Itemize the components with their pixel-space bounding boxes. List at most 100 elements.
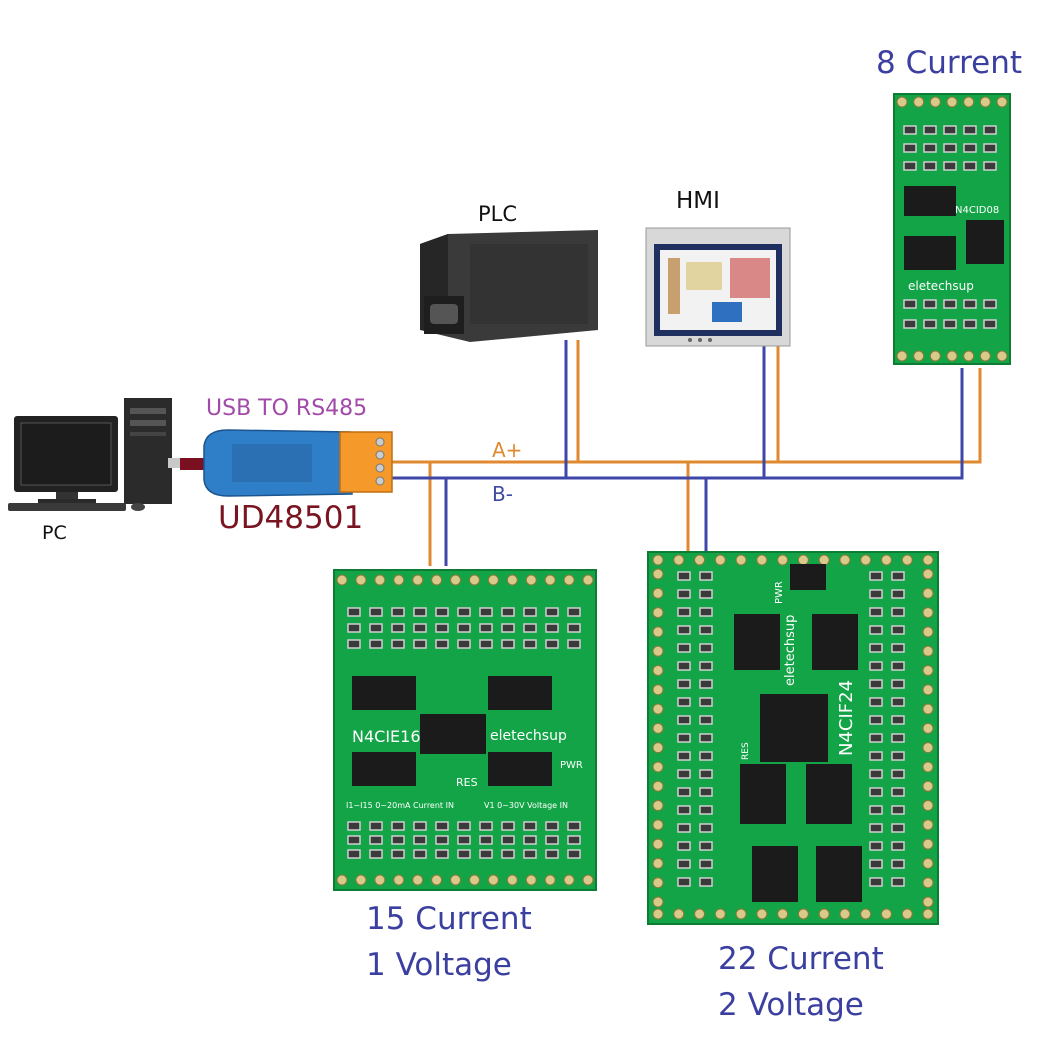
smd-component (903, 319, 917, 329)
smd-component (413, 835, 427, 845)
smd-component (369, 607, 383, 617)
pin-hole (582, 874, 594, 886)
pin-hole (412, 574, 424, 586)
smd-component (567, 835, 581, 845)
smd-component (545, 821, 559, 831)
smd-component (891, 769, 905, 779)
smd-component (903, 125, 917, 135)
smd-component (699, 589, 713, 599)
smd-component (869, 625, 883, 635)
smd-component (891, 643, 905, 653)
pin-hole (355, 874, 367, 886)
smd-component (501, 607, 515, 617)
pin-hole (922, 645, 934, 657)
smd-component (699, 607, 713, 617)
pin-hole (374, 874, 386, 886)
smd-component (413, 821, 427, 831)
smd-component (869, 805, 883, 815)
pin-hole (880, 908, 892, 920)
pin-hole (922, 722, 934, 734)
converter-model-label: UD48501 (218, 500, 364, 536)
converter-label: USB TO RS485 (206, 396, 368, 421)
smd-component (699, 733, 713, 743)
pin-hole (652, 877, 664, 889)
smd-component (413, 849, 427, 859)
smd-component (347, 639, 361, 649)
smd-component (699, 859, 713, 869)
smd-component (501, 821, 515, 831)
pin-hole (929, 96, 941, 108)
pin-hole (922, 780, 934, 792)
smd-component (699, 679, 713, 689)
smd-component (479, 607, 493, 617)
n4cif24-silk: N4CIF24 (836, 680, 857, 756)
smd-component (699, 661, 713, 671)
pin-hole (487, 874, 499, 886)
smd-component (545, 849, 559, 859)
smd-component (523, 607, 537, 617)
smd-component (435, 623, 449, 633)
pin-hole (652, 587, 664, 599)
pin-hole (818, 554, 830, 566)
pin-hole (652, 857, 664, 869)
n4cie16-silk: N4CIE16 (352, 727, 421, 746)
n4cif24-res-mark: RES (741, 742, 751, 760)
pin-hole (922, 857, 934, 869)
smd-component (677, 697, 691, 707)
smd-component (457, 639, 471, 649)
smd-component (943, 143, 957, 153)
smd-component (391, 835, 405, 845)
smd-component (347, 821, 361, 831)
smd-component (457, 623, 471, 633)
smd-component (943, 319, 957, 329)
smd-component (869, 679, 883, 689)
smd-component (891, 787, 905, 797)
smd-component (963, 143, 977, 153)
smd-component (699, 805, 713, 815)
smd-component (943, 161, 957, 171)
module-1-caption-line-1: 8 Current (876, 45, 1023, 81)
pin-hole (652, 800, 664, 812)
smd-component (523, 849, 537, 859)
pin-hole (922, 896, 934, 908)
pin-hole (797, 908, 809, 920)
pin-hole (922, 742, 934, 754)
smd-component (891, 841, 905, 851)
smd-component (677, 787, 691, 797)
pin-hole (922, 761, 934, 773)
smd-component (903, 161, 917, 171)
smd-component (869, 715, 883, 725)
pin-hole (714, 554, 726, 566)
smd-component (567, 639, 581, 649)
smd-component (869, 697, 883, 707)
plc-device (420, 230, 598, 342)
smd-component (891, 733, 905, 743)
pin-hole (979, 350, 991, 362)
smd-component (677, 661, 691, 671)
n4cie16-brand: eletechsup (490, 728, 567, 744)
n4cif24-brand: eletechsup (783, 615, 798, 686)
smd-component (891, 661, 905, 671)
pc-computer (8, 398, 172, 511)
smd-component (435, 849, 449, 859)
smd-component (923, 143, 937, 153)
pin-hole (468, 574, 480, 586)
smd-component (923, 299, 937, 309)
pin-hole (797, 554, 809, 566)
module-3-caption-line-2: 2 Voltage (718, 987, 864, 1023)
smd-component (943, 299, 957, 309)
pin-hole (901, 554, 913, 566)
smd-component (545, 607, 559, 617)
n4cie16-pwr-mark: PWR (560, 760, 583, 771)
smd-component (869, 877, 883, 887)
pin-hole (880, 554, 892, 566)
smd-component (347, 623, 361, 633)
smd-component (523, 623, 537, 633)
pin-hole (922, 626, 934, 638)
smd-component (413, 639, 427, 649)
smd-component (479, 849, 493, 859)
smd-component (677, 805, 691, 815)
smd-component (457, 849, 471, 859)
module-2-caption-line-1: 15 Current (366, 901, 532, 937)
n4cie16-res-mark: RES (456, 776, 478, 789)
